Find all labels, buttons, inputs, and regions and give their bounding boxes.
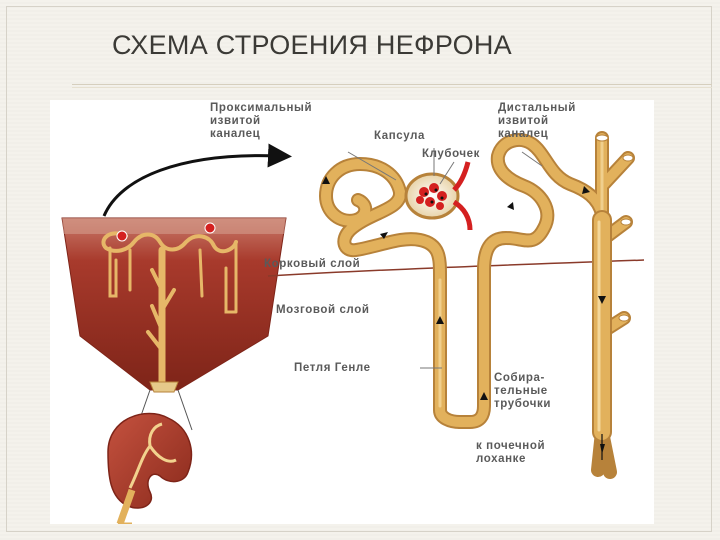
bowman-capsule bbox=[404, 161, 473, 231]
zoom-arrow bbox=[102, 143, 292, 217]
title-underline bbox=[72, 84, 712, 85]
kidney-icon bbox=[107, 412, 193, 524]
label-proximal-tubule: Проксимальный извитой каналец bbox=[210, 102, 313, 140]
label-medulla: Мозговой слой bbox=[276, 304, 370, 316]
nephron-diagram: Проксимальный извитой каналец Капсула Кл… bbox=[50, 100, 654, 524]
nephron-tubules bbox=[319, 131, 635, 479]
label-glomerulus: Клубочек bbox=[422, 148, 481, 160]
kidney-tissue-wedge bbox=[61, 217, 287, 393]
label-loop-of-henle: Петля Генле bbox=[294, 362, 371, 374]
cortex-medulla-boundary bbox=[267, 259, 645, 277]
leader-lines bbox=[347, 148, 543, 369]
label-collecting-ducts: Собира- тельные трубочки bbox=[494, 372, 552, 410]
nephron-illustration bbox=[61, 131, 645, 524]
flow-arrows bbox=[322, 176, 606, 454]
title-underline-secondary bbox=[72, 87, 712, 88]
label-capsule: Капсула bbox=[374, 130, 426, 142]
label-renal-pelvis: к почечной лоханке bbox=[476, 440, 546, 465]
slide-frame bbox=[6, 6, 712, 532]
duct-openings bbox=[595, 134, 634, 322]
label-distal-tubule: Дистальный извитой каналец bbox=[498, 102, 576, 140]
slide-title: СХЕМА СТРОЕНИЯ НЕФРОНА bbox=[112, 30, 512, 60]
label-cortex: Корковый слой bbox=[264, 258, 361, 270]
